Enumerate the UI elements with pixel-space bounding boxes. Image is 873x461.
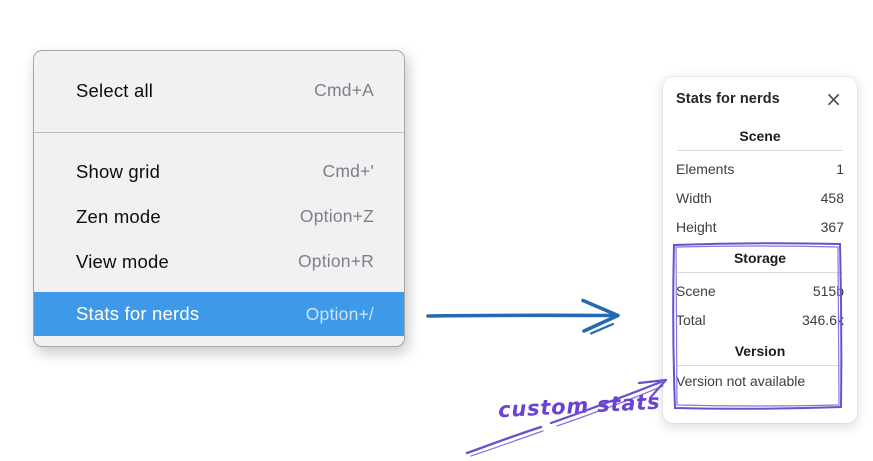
stat-row-elements: Elements 1: [676, 154, 844, 183]
stat-value: 346.6k: [801, 311, 844, 328]
menu-item-zen-mode[interactable]: Zen mode Option+Z: [34, 194, 404, 239]
section-divider: [677, 365, 843, 366]
stat-value: 458: [820, 189, 844, 206]
flow-arrow: [426, 298, 620, 335]
menu-item-stats-for-nerds[interactable]: Stats for nerds Option+/: [34, 292, 404, 336]
stat-value: 1: [836, 160, 844, 177]
stat-row-total-storage: Total 346.6k: [676, 305, 844, 334]
stat-row-width: Width 458: [676, 183, 844, 212]
section-header-scene: Scene: [739, 128, 781, 144]
stat-label: Width: [676, 189, 712, 206]
menu-item-show-grid[interactable]: Show grid Cmd+': [34, 149, 404, 194]
menu-item-view-mode[interactable]: View mode Option+R: [34, 239, 404, 284]
menu-item-label: Stats for nerds: [76, 303, 200, 324]
stats-panel-header: Stats for nerds ×: [676, 88, 844, 110]
menu-item-shortcut: Option+/: [305, 303, 374, 324]
menu-item-label: View mode: [76, 250, 169, 272]
annotation-label: custom stats: [497, 389, 661, 423]
menu-item-shortcut: Cmd+': [322, 161, 374, 181]
stat-label: Scene: [676, 282, 716, 299]
annotation-swoosh: [465, 425, 544, 457]
section-header-storage: Storage: [733, 250, 787, 266]
stat-row-height: Height 367: [676, 212, 844, 241]
section-header-version: Version: [734, 343, 786, 359]
version-note: Version not available: [676, 373, 806, 389]
stat-value: 367: [820, 218, 844, 235]
context-menu: Select all Cmd+A Show grid Cmd+' Zen mod…: [33, 50, 405, 347]
stats-panel-dialog: Stats for nerds × Scene Elements 1 Width…: [663, 77, 857, 423]
menu-item-shortcut: Cmd+A: [314, 80, 374, 100]
menu-item-label: Show grid: [76, 160, 161, 182]
menu-item-select-all[interactable]: Select all Cmd+A: [34, 68, 404, 113]
stat-label: Elements: [676, 160, 735, 177]
section-divider: [677, 272, 843, 273]
stats-panel-title: Stats for nerds: [676, 91, 780, 107]
stat-label: Total: [676, 311, 706, 328]
stat-value: 515b: [812, 282, 844, 299]
section-divider: [677, 150, 843, 151]
stat-row-scene-storage: Scene 515b: [676, 276, 844, 305]
annotation-arrow: [549, 378, 668, 427]
menu-divider: [34, 132, 404, 133]
close-icon[interactable]: ×: [825, 87, 842, 111]
menu-item-shortcut: Option+Z: [299, 206, 374, 226]
stat-label: Height: [676, 218, 717, 235]
menu-item-label: Zen mode: [76, 205, 161, 227]
menu-item-label: Select all: [76, 79, 154, 101]
menu-item-shortcut: Option+R: [297, 251, 374, 271]
